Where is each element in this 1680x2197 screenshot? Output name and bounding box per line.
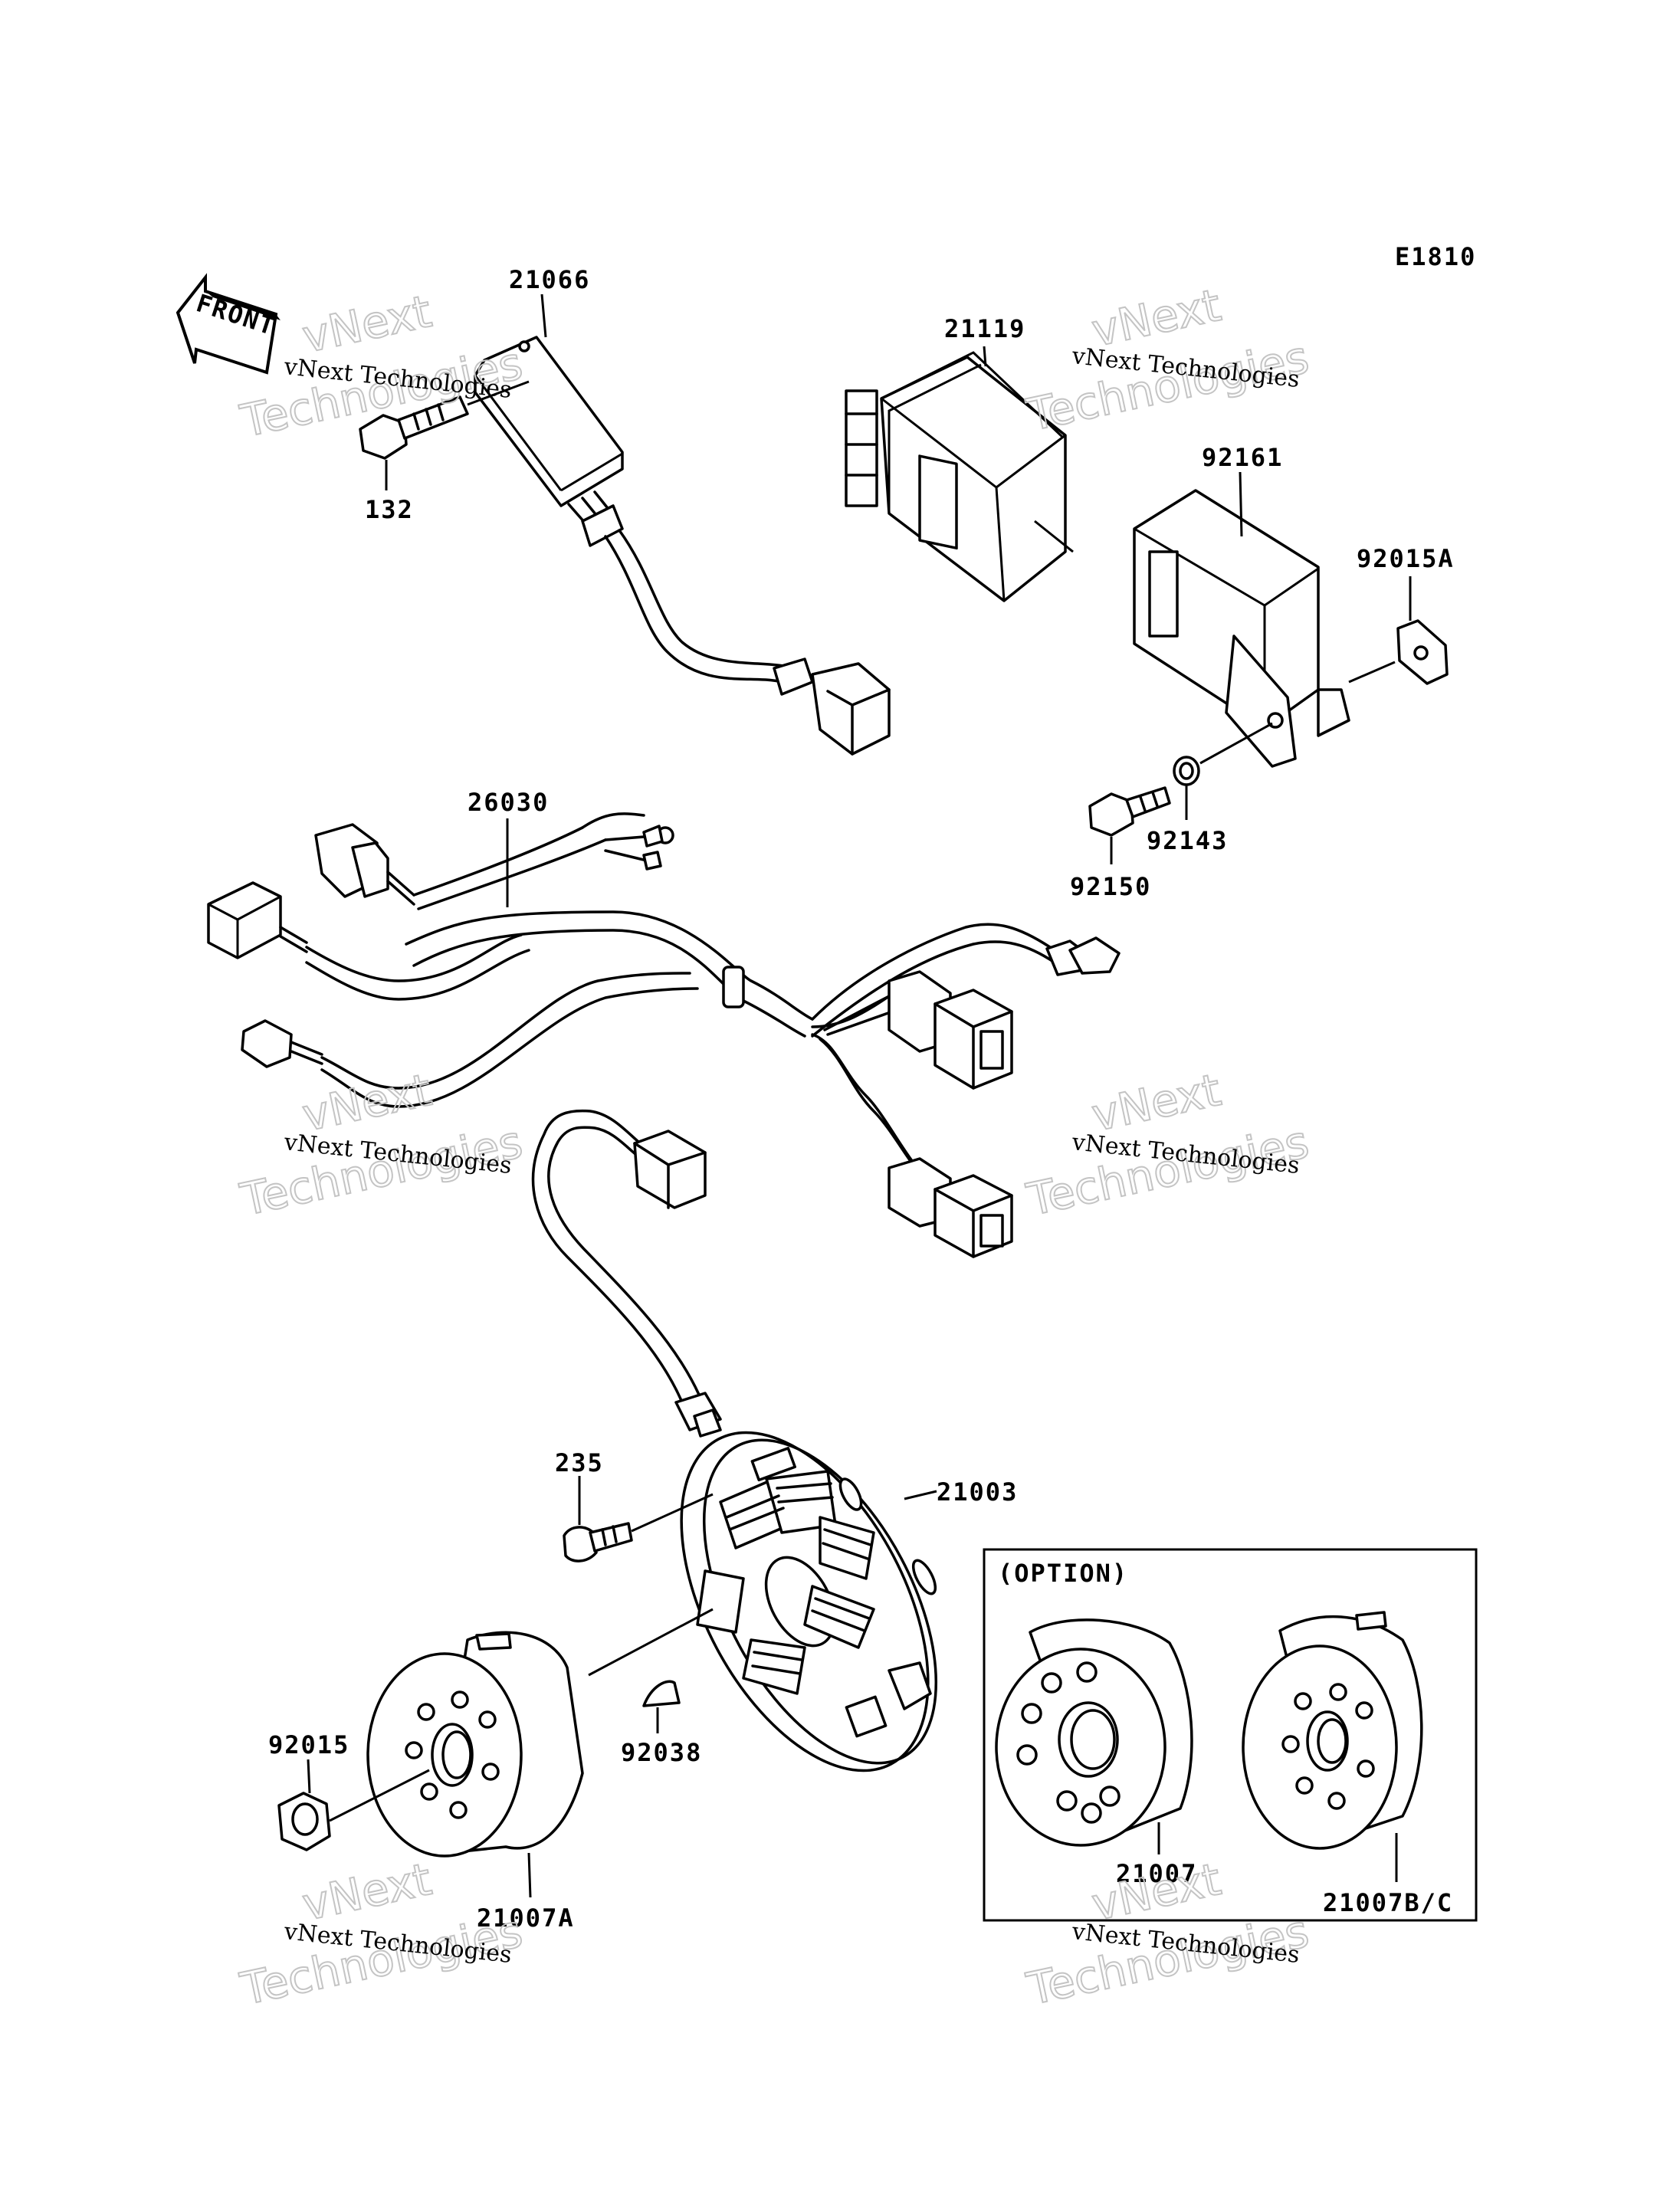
leader-21119	[983, 346, 987, 367]
label-26030: 26030	[468, 788, 549, 817]
front-arrow-icon: FRONT	[176, 273, 281, 375]
label-21007BC: 21007B/C	[1323, 1888, 1453, 1917]
label-21003: 21003	[937, 1477, 1018, 1507]
part-92038-key	[642, 1680, 681, 1707]
part-132-bolt	[359, 380, 530, 460]
leader-21066	[540, 293, 547, 338]
link-21119	[1034, 520, 1074, 553]
leader-92015	[307, 1759, 311, 1794]
label-92150: 92150	[1070, 872, 1151, 901]
label-92161: 92161	[1202, 443, 1283, 472]
option-box	[983, 1548, 1478, 1922]
part-21066-unit	[474, 336, 891, 756]
part-92015A-clip	[1396, 619, 1449, 685]
part-21003-stator	[531, 1109, 938, 1772]
watermark-text: vNext	[1088, 279, 1226, 357]
watermark-text: vNext	[1088, 1064, 1226, 1142]
leader-21007A	[527, 1852, 532, 1898]
label-132: 132	[365, 495, 414, 524]
part-21007BC-flywheel	[1242, 1611, 1423, 1850]
link-92015A	[1348, 661, 1396, 684]
option-label: (OPTION)	[998, 1559, 1128, 1588]
label-92015: 92015	[268, 1730, 349, 1759]
part-21007-flywheel	[995, 1618, 1193, 1847]
part-26030-harness	[207, 812, 1121, 1258]
label-92143: 92143	[1147, 826, 1228, 855]
part-21119-box	[845, 351, 1067, 602]
part-92015-nut	[277, 1769, 430, 1851]
watermark-text: vNext	[298, 285, 436, 363]
label-92015A: 92015A	[1357, 544, 1455, 573]
label-235: 235	[555, 1448, 604, 1477]
watermark-text: vNext	[298, 1853, 436, 1931]
label-92038: 92038	[621, 1738, 702, 1767]
label-21066: 21066	[509, 265, 590, 294]
part-21007A-flywheel	[366, 1631, 584, 1858]
part-92150-bolt	[1088, 786, 1171, 837]
leader-92161	[1239, 471, 1243, 537]
label-21007: 21007	[1116, 1859, 1197, 1888]
label-21007A: 21007A	[477, 1904, 575, 1933]
part-92143-collar	[1173, 756, 1200, 786]
leader-21003	[904, 1490, 937, 1500]
part-92161-bracket	[1133, 489, 1350, 768]
watermark-text: vNext	[298, 1064, 436, 1142]
link-92038	[588, 1608, 714, 1677]
diagram-code: E1810	[1395, 242, 1476, 271]
label-21119: 21119	[944, 314, 1025, 343]
part-235-screw	[563, 1493, 714, 1562]
link-92143	[1199, 722, 1273, 765]
watermark-text: vNext	[1088, 1853, 1226, 1931]
